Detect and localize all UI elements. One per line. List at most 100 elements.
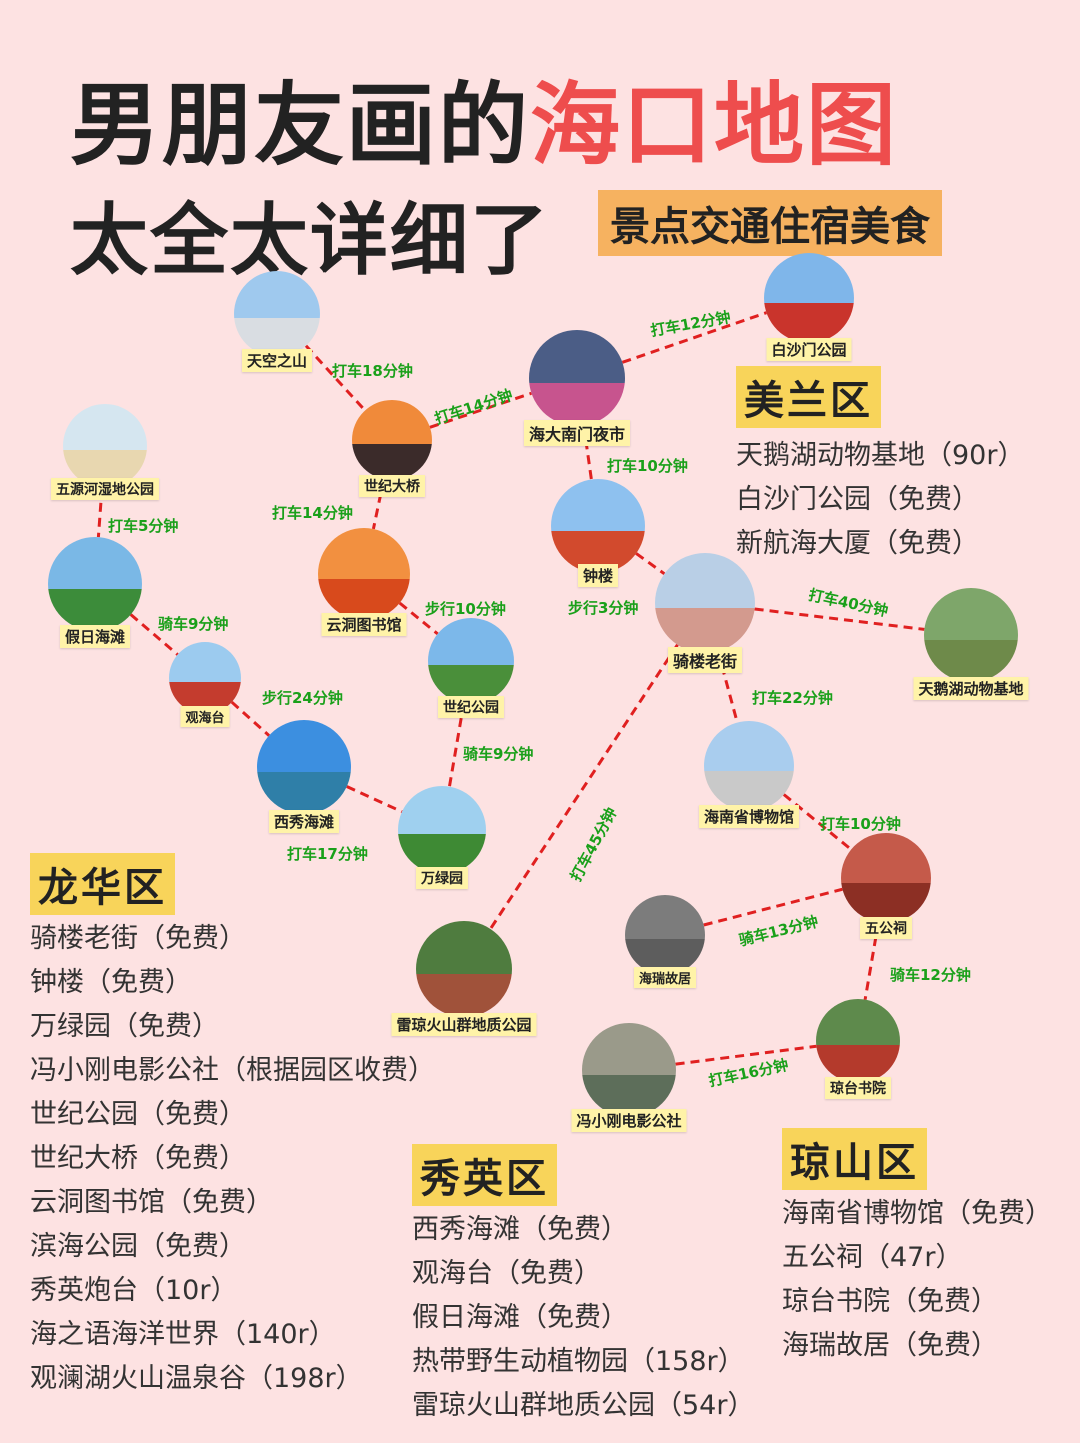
spot-label: 冯小刚电影公社: [571, 1109, 687, 1132]
spot-photo: [551, 479, 645, 573]
spot-photo: [625, 895, 705, 975]
spot-label: 白沙门公园: [766, 338, 852, 361]
district-list: 海南省博物馆（免费） 五公祠（47r） 琼台书院（免费） 海瑞故居（免费）: [782, 1192, 1052, 1368]
spot-photo: [529, 330, 625, 426]
spot-photo: [257, 720, 351, 814]
list-item: 滨海公园（免费）: [30, 1231, 246, 1262]
spot-label: 五公祠: [860, 917, 912, 939]
list-item: 五公祠（47r）: [782, 1242, 963, 1273]
route-label: 打车18分钟: [332, 362, 413, 380]
district-qiongshan: 琼山区 海南省博物馆（免费） 五公祠（47r） 琼台书院（免费） 海瑞故居（免费…: [782, 1128, 1052, 1368]
list-item: 骑楼老街（免费）: [30, 923, 246, 954]
district-list: 骑楼老街（免费） 钟楼（免费） 万绿园（免费） 冯小刚电影公社（根据园区收费） …: [30, 917, 435, 1401]
route-label: 打车10分钟: [820, 815, 901, 833]
spot-photo: [582, 1023, 676, 1117]
route-label: 骑车9分钟: [463, 745, 534, 763]
list-item: 热带野生动植物园（158r）: [412, 1346, 745, 1377]
spot-label: 雷琼火山群地质公园: [391, 1013, 537, 1036]
spot-photo: [428, 618, 514, 704]
spot-photo: [816, 999, 900, 1083]
route-line: [489, 643, 679, 930]
route-line: [716, 650, 739, 723]
spot-label: 观海台: [180, 706, 230, 727]
title-black-text: 男朋友画的: [70, 73, 530, 178]
spot-label: 海南省博物馆: [698, 805, 800, 828]
list-item: 观澜湖火山温泉谷（198r）: [30, 1363, 363, 1394]
spot-label: 海大南门夜市: [523, 420, 631, 446]
route-line: [429, 391, 532, 429]
spot-label: 天鹅湖动物基地: [913, 677, 1029, 700]
spot-label: 天空之山: [241, 349, 313, 372]
spot-photo: [169, 642, 241, 714]
route-line: [863, 922, 880, 1000]
route-label: 打车10分钟: [607, 457, 688, 475]
district-name: 秀英区: [412, 1144, 557, 1206]
route-label: 骑车9分钟: [158, 615, 229, 633]
route-line: [754, 607, 925, 631]
route-line: [582, 425, 593, 480]
district-list: 西秀海滩（免费） 观海台（免费） 假日海滩（免费） 热带野生动植物园（158r）…: [412, 1208, 754, 1428]
spot-photo: [352, 400, 432, 480]
route-label: 打车14分钟: [272, 504, 353, 522]
list-item: 白沙门公园（免费）: [736, 484, 979, 515]
spot-label: 琼台书院: [825, 1077, 891, 1099]
page-title-line1: 男朋友画的海口地图: [70, 52, 898, 182]
district-name: 琼山区: [782, 1128, 927, 1190]
route-label: 步行10分钟: [425, 600, 506, 618]
district-longhua: 龙华区 骑楼老街（免费） 钟楼（免费） 万绿园（免费） 冯小刚电影公社（根据园区…: [30, 853, 435, 1401]
spot-photo: [841, 833, 931, 923]
spot-photo: [318, 528, 410, 620]
route-label: 步行24分钟: [262, 689, 343, 707]
list-item: 秀英炮台（10r）: [30, 1275, 238, 1306]
spot-label: 西秀海滩: [268, 810, 340, 833]
district-name: 龙华区: [30, 853, 175, 915]
route-line: [703, 887, 843, 927]
district-meilan: 美兰区 天鹅湖动物基地（90r） 白沙门公园（免费） 新航海大厦（免费）: [736, 366, 1024, 566]
spot-photo: [63, 404, 147, 488]
list-item: 假日海滩（免费）: [412, 1302, 628, 1333]
tagline-badge: 景点交通住宿美食: [598, 190, 942, 256]
route-line: [346, 785, 403, 814]
spot-photo: [704, 721, 794, 811]
district-xiuying: 秀英区 西秀海滩（免费） 观海台（免费） 假日海滩（免费） 热带野生动植物园（1…: [412, 1144, 754, 1428]
list-item: 海之语海洋世界（140r）: [30, 1319, 336, 1350]
district-list: 天鹅湖动物基地（90r） 白沙门公园（免费） 新航海大厦（免费）: [736, 434, 1024, 566]
spot-label: 万绿园: [416, 867, 468, 889]
route-label: 打车17分钟: [287, 845, 368, 863]
spot-label: 骑楼老街: [667, 647, 743, 673]
route-line: [675, 1044, 817, 1066]
list-item: 钟楼（免费）: [30, 967, 192, 998]
list-item: 海瑞故居（免费）: [782, 1330, 998, 1361]
spot-label: 假日海滩: [59, 625, 131, 648]
list-item: 琼台书院（免费）: [782, 1286, 998, 1317]
spot-photo: [48, 537, 142, 631]
district-name: 美兰区: [736, 366, 881, 428]
list-item: 冯小刚电影公社（根据园区收费）: [30, 1055, 435, 1086]
route-label: 骑车12分钟: [890, 966, 971, 984]
spot-photo: [416, 921, 512, 1017]
spot-label: 世纪大桥: [359, 475, 425, 497]
spot-label: 钟楼: [577, 564, 619, 587]
spot-label: 五源河湿地公园: [51, 478, 159, 500]
list-item: 云洞图书馆（免费）: [30, 1187, 273, 1218]
list-item: 万绿园（免费）: [30, 1011, 219, 1042]
spot-label: 云洞图书馆: [321, 613, 407, 636]
list-item: 世纪大桥（免费）: [30, 1143, 246, 1174]
list-item: 世纪公园（免费）: [30, 1099, 246, 1130]
route-line: [621, 311, 767, 364]
list-item: 观海台（免费）: [412, 1258, 601, 1289]
spot-photo: [924, 588, 1018, 682]
list-item: 天鹅湖动物基地（90r）: [736, 440, 1025, 471]
list-item: 新航海大厦（免费）: [736, 528, 979, 559]
title-red-text: 海口地图: [530, 73, 898, 178]
spot-photo: [234, 271, 320, 357]
route-label: 打车22分钟: [752, 689, 833, 707]
list-item: 海南省博物馆（免费）: [782, 1198, 1052, 1229]
spot-photo: [655, 553, 755, 653]
list-item: 西秀海滩（免费）: [412, 1214, 628, 1245]
spot-label: 海瑞故居: [633, 967, 697, 988]
route-label: 打车5分钟: [108, 517, 179, 535]
route-label: 步行3分钟: [568, 599, 639, 617]
spot-photo: [764, 253, 854, 343]
spot-label: 世纪公园: [438, 696, 504, 718]
